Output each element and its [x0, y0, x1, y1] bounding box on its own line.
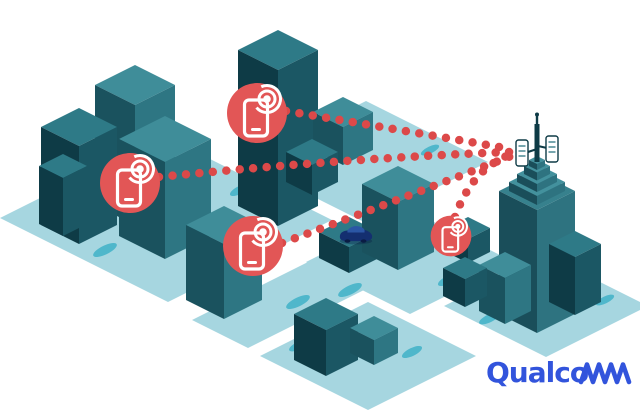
building — [39, 154, 87, 236]
qualcomm-logo-svg: Qualco — [486, 356, 632, 389]
qualcomm-logo: Qualco — [486, 350, 636, 392]
connection-dots-phone3-to-tower — [277, 151, 516, 248]
connection-dots-phone4-to-tower — [450, 149, 517, 222]
cell-tower-antenna-icon — [515, 112, 559, 167]
water-pond — [286, 295, 310, 309]
car-icon — [339, 226, 373, 245]
buildings — [39, 30, 601, 376]
water-pond — [401, 345, 423, 359]
skyscraper-tower — [443, 112, 601, 333]
antenna-panel — [545, 135, 559, 163]
qualcomm-mm-zigzag-icon — [578, 362, 632, 385]
connection-dots-phone2-to-tower — [154, 147, 515, 182]
water-pond — [338, 283, 362, 297]
skyscraper-crown — [509, 156, 565, 205]
water-pond — [595, 294, 615, 306]
connection-dots-phone1-to-tower — [281, 106, 516, 154]
building — [549, 231, 601, 315]
building — [350, 316, 398, 365]
phone-broadcast-badge-1 — [225, 79, 289, 145]
building — [294, 298, 358, 376]
qualcomm-wordmark: Qualco — [486, 356, 589, 389]
connections — [154, 106, 517, 248]
building — [362, 166, 434, 270]
phone-broadcast-badge-4 — [429, 213, 473, 258]
building — [443, 257, 487, 307]
water-pond — [93, 243, 117, 257]
antenna-panel — [515, 139, 529, 167]
